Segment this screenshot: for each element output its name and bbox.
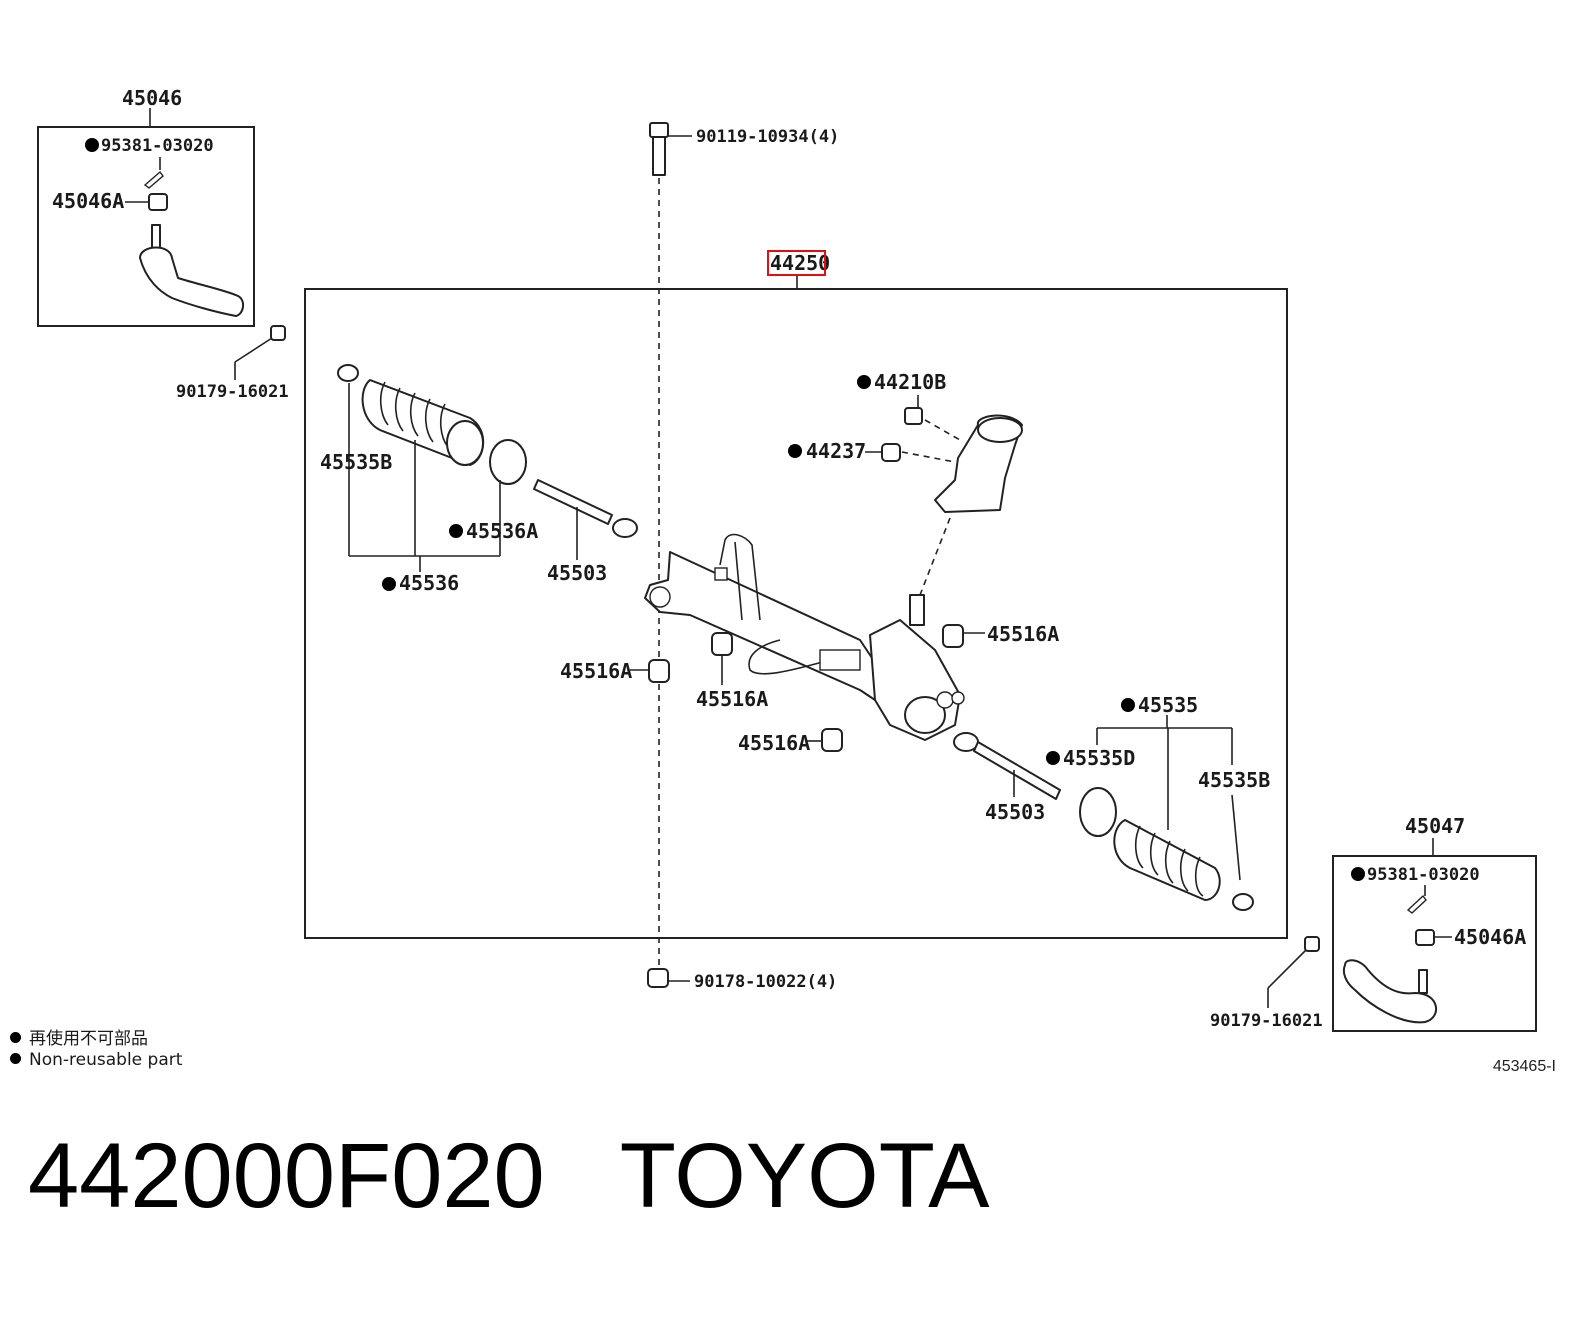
clamp-icon (337, 364, 359, 382)
label-clip-rh: 45535D (1063, 746, 1135, 770)
castle-nut-icon (1415, 929, 1435, 946)
nut-lh-outer: 90179-16021 (176, 325, 289, 402)
bush-group: 45516A 45516A 45516A 45516A (560, 622, 1059, 755)
boot-rh-group: 45535 45535D 45535B (1046, 693, 1270, 911)
nut-bottom: 90178-10022(4) (647, 968, 837, 992)
nut-icon (1304, 936, 1320, 952)
label-bolt-top: 90119-10934(4) (696, 127, 839, 147)
pinion-port-icon (904, 696, 946, 734)
ball-stud-icon (151, 224, 161, 249)
bush-icon (942, 624, 964, 648)
label-tie-rod-end-lh: 45046 (122, 86, 182, 110)
clip-ring-icon (1079, 787, 1117, 837)
label-tie-rod-rh: 45503 (985, 800, 1045, 824)
label-nut-rh-outer: 90179-16021 (1210, 1011, 1323, 1031)
non-reusable-dot (1121, 698, 1135, 712)
bolt-head-icon (649, 122, 669, 138)
pinion-shaft-icon (909, 594, 925, 626)
label-cotter-pin-rh: 95381-03020 (1367, 865, 1480, 885)
legend-item-en: Non-reusable part (10, 1050, 182, 1070)
diagram-code: 453465-I (1492, 1058, 1556, 1075)
label-oil-seal: 44237 (806, 439, 866, 463)
highlight-box (767, 250, 826, 276)
label-nut-bottom: 90178-10022(4) (694, 972, 837, 992)
valve-opening-icon (977, 417, 1023, 443)
label-boot-lh: 45535B (320, 450, 392, 474)
label-bush-a2: 45516A (560, 659, 632, 683)
boot-bellows-icon (1113, 819, 1221, 901)
ball-stud-icon (1418, 969, 1428, 994)
label-nut-lh-outer: 90179-16021 (176, 382, 289, 402)
tie-rod-icon (533, 479, 613, 525)
label-valve-housing: 44210B (874, 370, 946, 394)
seal-icon (881, 443, 901, 462)
tie-rod-end-icon (139, 246, 244, 317)
inset-tie-rod-end-lh: 45046 95381-03020 45046A (37, 86, 255, 327)
inset-tie-rod-end-rh: 45047 95381-03020 45046A (1332, 814, 1537, 1032)
non-reusable-dot (857, 375, 871, 389)
tie-rod-icon (973, 741, 1061, 800)
label-tie-rod-lh: 45503 (547, 561, 607, 585)
nut-icon (270, 325, 286, 341)
bush-icon (821, 728, 843, 752)
non-reusable-dot (788, 444, 802, 458)
legend-item-jp: 再使用不可部品 (10, 1024, 148, 1049)
label-tie-rod-end-rh: 45047 (1405, 814, 1465, 838)
non-reusable-dot (85, 138, 99, 152)
tie-rod-rh-group: 45503 (953, 732, 1061, 824)
label-clip-lh: 45536A (466, 519, 538, 543)
bullet-icon (10, 1032, 21, 1043)
label-bush-a1: 45516A (987, 622, 1059, 646)
inner-ball-icon (612, 518, 638, 538)
non-reusable-dot (382, 577, 396, 591)
label-boot-rh: 45535B (1198, 768, 1270, 792)
castle-nut-icon (148, 193, 168, 211)
non-reusable-dot (1046, 751, 1060, 765)
legend-text-jp: 再使用不可部品 (29, 1029, 148, 1049)
tie-rod-end-icon (1342, 959, 1438, 1024)
bolt-top: 90119-10934(4) (649, 122, 839, 965)
clip-ring-icon (489, 439, 527, 485)
label-bush-a4: 45516A (738, 731, 810, 755)
label-cotter-pin-lh: 95381-03020 (101, 136, 214, 156)
bullet-icon (10, 1053, 21, 1064)
cotter-pin-icon (1406, 894, 1427, 914)
part-title: 442000F020 TOYOTA (28, 1125, 990, 1227)
gear-assembly-box: 44250 (304, 250, 1288, 939)
boot-end-icon (446, 420, 484, 466)
label-nut-lh: 45046A (52, 189, 124, 213)
rack-housing-icon (644, 551, 881, 701)
cotter-pin-icon (143, 170, 164, 189)
label-boot-set-rh: 45535 (1138, 693, 1198, 717)
non-reusable-dot (1351, 867, 1365, 881)
steering-rack-body (644, 533, 965, 741)
label-bush-a3: 45516A (696, 687, 768, 711)
nut-icon (647, 968, 669, 988)
non-reusable-dot (449, 524, 463, 538)
nut-rh-outer: 90179-16021 (1210, 936, 1323, 1031)
bush-icon (648, 659, 670, 683)
seal-icon (904, 407, 923, 425)
clamp-icon (1232, 893, 1254, 911)
tie-rod-lh-group: 45503 (533, 479, 638, 585)
legend-text-en: Non-reusable part (29, 1050, 183, 1070)
label-nut-rh: 45046A (1454, 925, 1526, 949)
bush-icon (711, 632, 733, 656)
label-boot-set-lh: 45536 (399, 571, 459, 595)
bolt-shank-icon (652, 136, 666, 176)
boot-lh-group: 45535B 45536A 45536 (320, 364, 538, 595)
label-gear-assy: 44250 (770, 251, 830, 275)
valve-housing-group: 44210B 44237 (788, 370, 1023, 596)
